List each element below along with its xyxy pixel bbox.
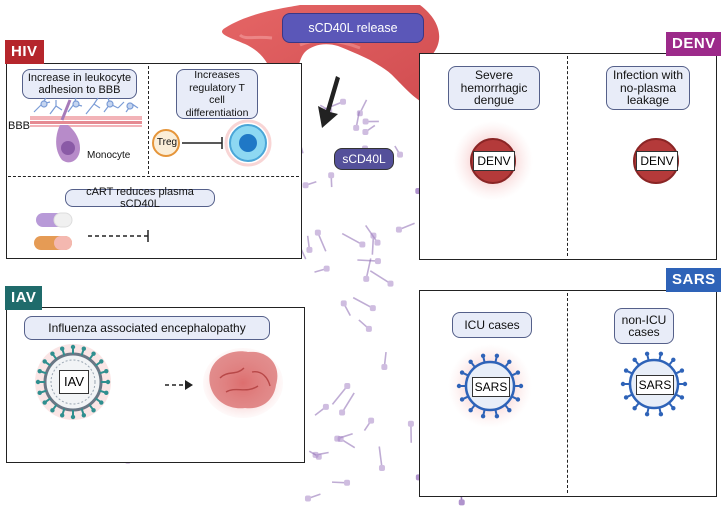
iav-tag: IAV	[5, 286, 43, 310]
sars-tag: SARS	[666, 268, 721, 292]
severe-dengue-text: Severe hemorrhagic dengue	[448, 66, 540, 110]
sars-divider	[567, 293, 568, 493]
treg-differentiation-text: Increases regulatory T cell differentiat…	[176, 69, 258, 119]
scd40l-label: sCD40L	[334, 148, 394, 170]
hiv-tag: HIV	[5, 40, 44, 64]
sars-virus-label-non-icu: SARS	[636, 375, 674, 395]
encephalopathy-text: Influenza associated encephalopathy	[24, 316, 270, 340]
iav-virus-label: IAV	[59, 370, 89, 394]
icu-cases-text: ICU cases	[452, 312, 532, 338]
denv-divider	[567, 56, 568, 256]
monocyte-label: Monocyte	[87, 150, 131, 161]
bbb-label: BBB	[8, 120, 31, 132]
hiv-divider-horizontal	[8, 176, 299, 177]
denv-virus-label-mild: DENV	[636, 151, 678, 171]
cart-text: cART reduces plasma sCD40L	[65, 186, 215, 210]
non-icu-cases-text: non-ICU cases	[614, 308, 674, 344]
sars-virus-label-icu: SARS	[472, 377, 510, 397]
denv-virus-label-severe: DENV	[473, 151, 515, 171]
no-plasma-leakage-text: Infection with no-plasma leakage	[606, 66, 690, 110]
release-label: sCD40L release	[282, 13, 424, 43]
treg-label: Treg	[156, 137, 178, 148]
denv-tag: DENV	[666, 32, 721, 56]
hiv-divider-vertical	[148, 66, 149, 174]
leukocyte-adhesion-text: Increase in leukocyte adhesion to BBB	[22, 69, 137, 99]
